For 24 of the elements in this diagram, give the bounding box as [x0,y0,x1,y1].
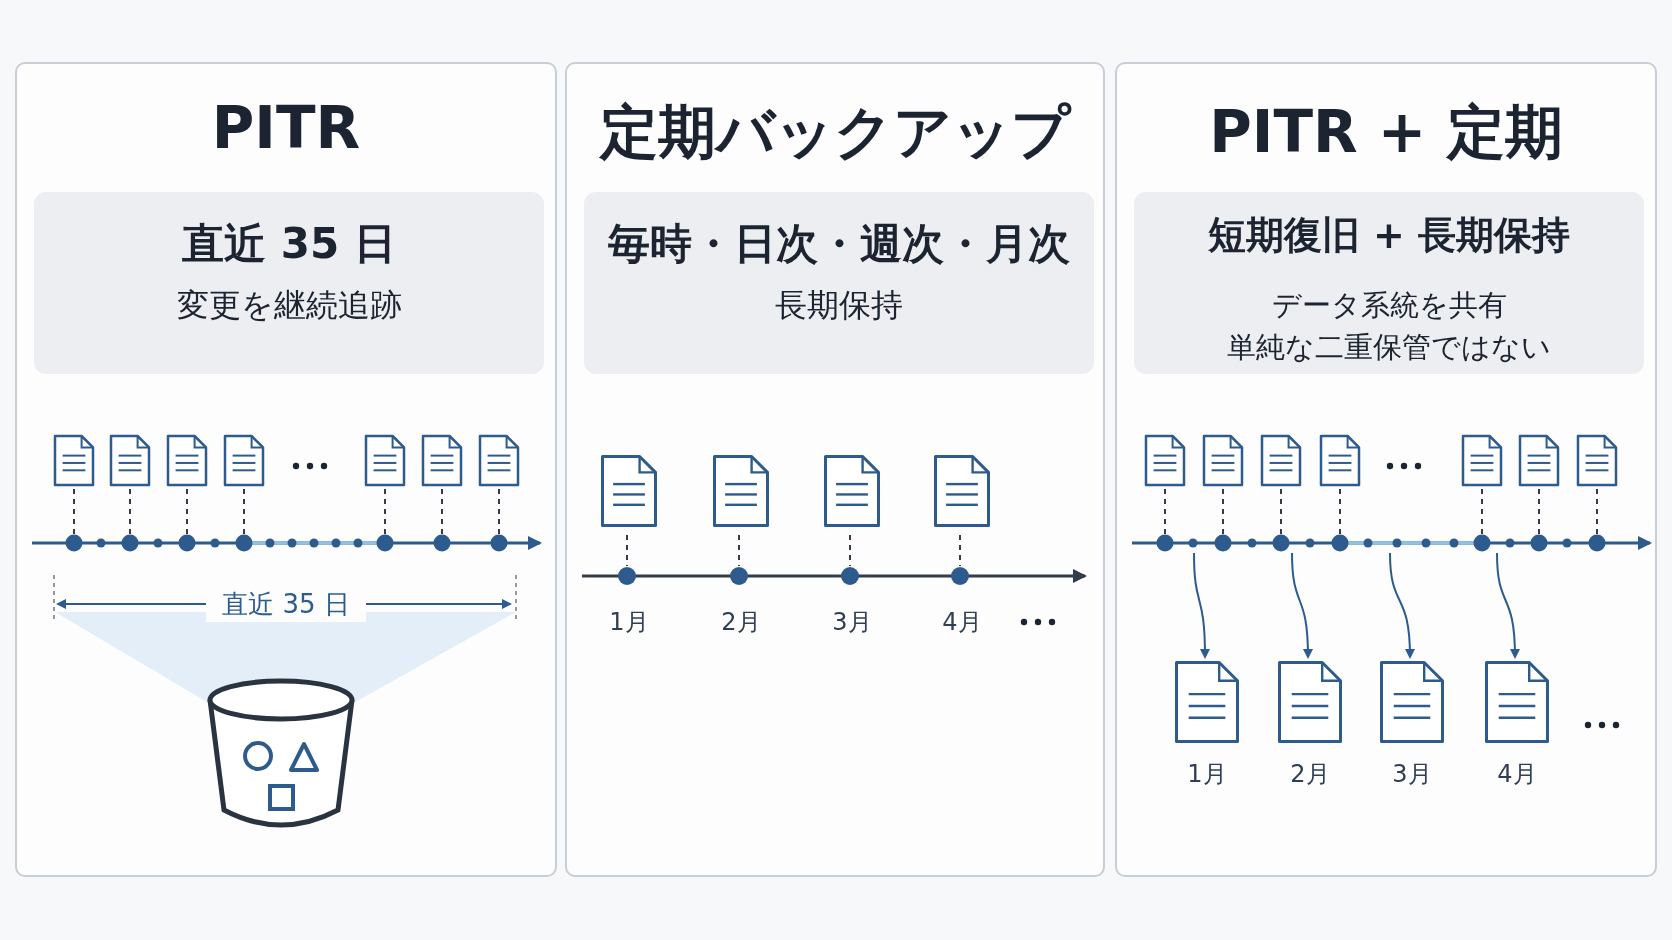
panel-title: PITR [210,94,362,162]
month-label: 4月 [941,607,983,638]
arrow [1496,552,1520,659]
arrow [1389,552,1415,659]
box-text: 長期保持 [774,285,904,326]
panel [1115,62,1657,877]
box-heading: 毎時・日次・週次・月次 [607,218,1071,270]
month-label: 3月 [831,607,873,638]
box-text: 変更を継続追跡 [175,285,403,326]
month-label: 1月 [608,607,650,638]
panel-title: PITR + 定期 [1208,97,1564,168]
month-label: 1月 [1186,759,1228,790]
panel [565,62,1105,877]
box-text: 単純な二重保管ではない [1226,329,1552,366]
month-label: 2月 [1289,759,1331,790]
arrow [1193,552,1210,659]
month-label: 4月 [1496,759,1538,790]
arrow [1291,552,1313,659]
panel-title: 定期バックアップ [598,97,1073,168]
box-text: データ系統を共有 [1270,287,1508,324]
month-label: 3月 [1391,759,1433,790]
box-heading: 短期復旧 + 長期保持 [1206,212,1572,259]
box-heading: 直近 35 日 [181,218,397,270]
month-label: 2月 [720,607,762,638]
